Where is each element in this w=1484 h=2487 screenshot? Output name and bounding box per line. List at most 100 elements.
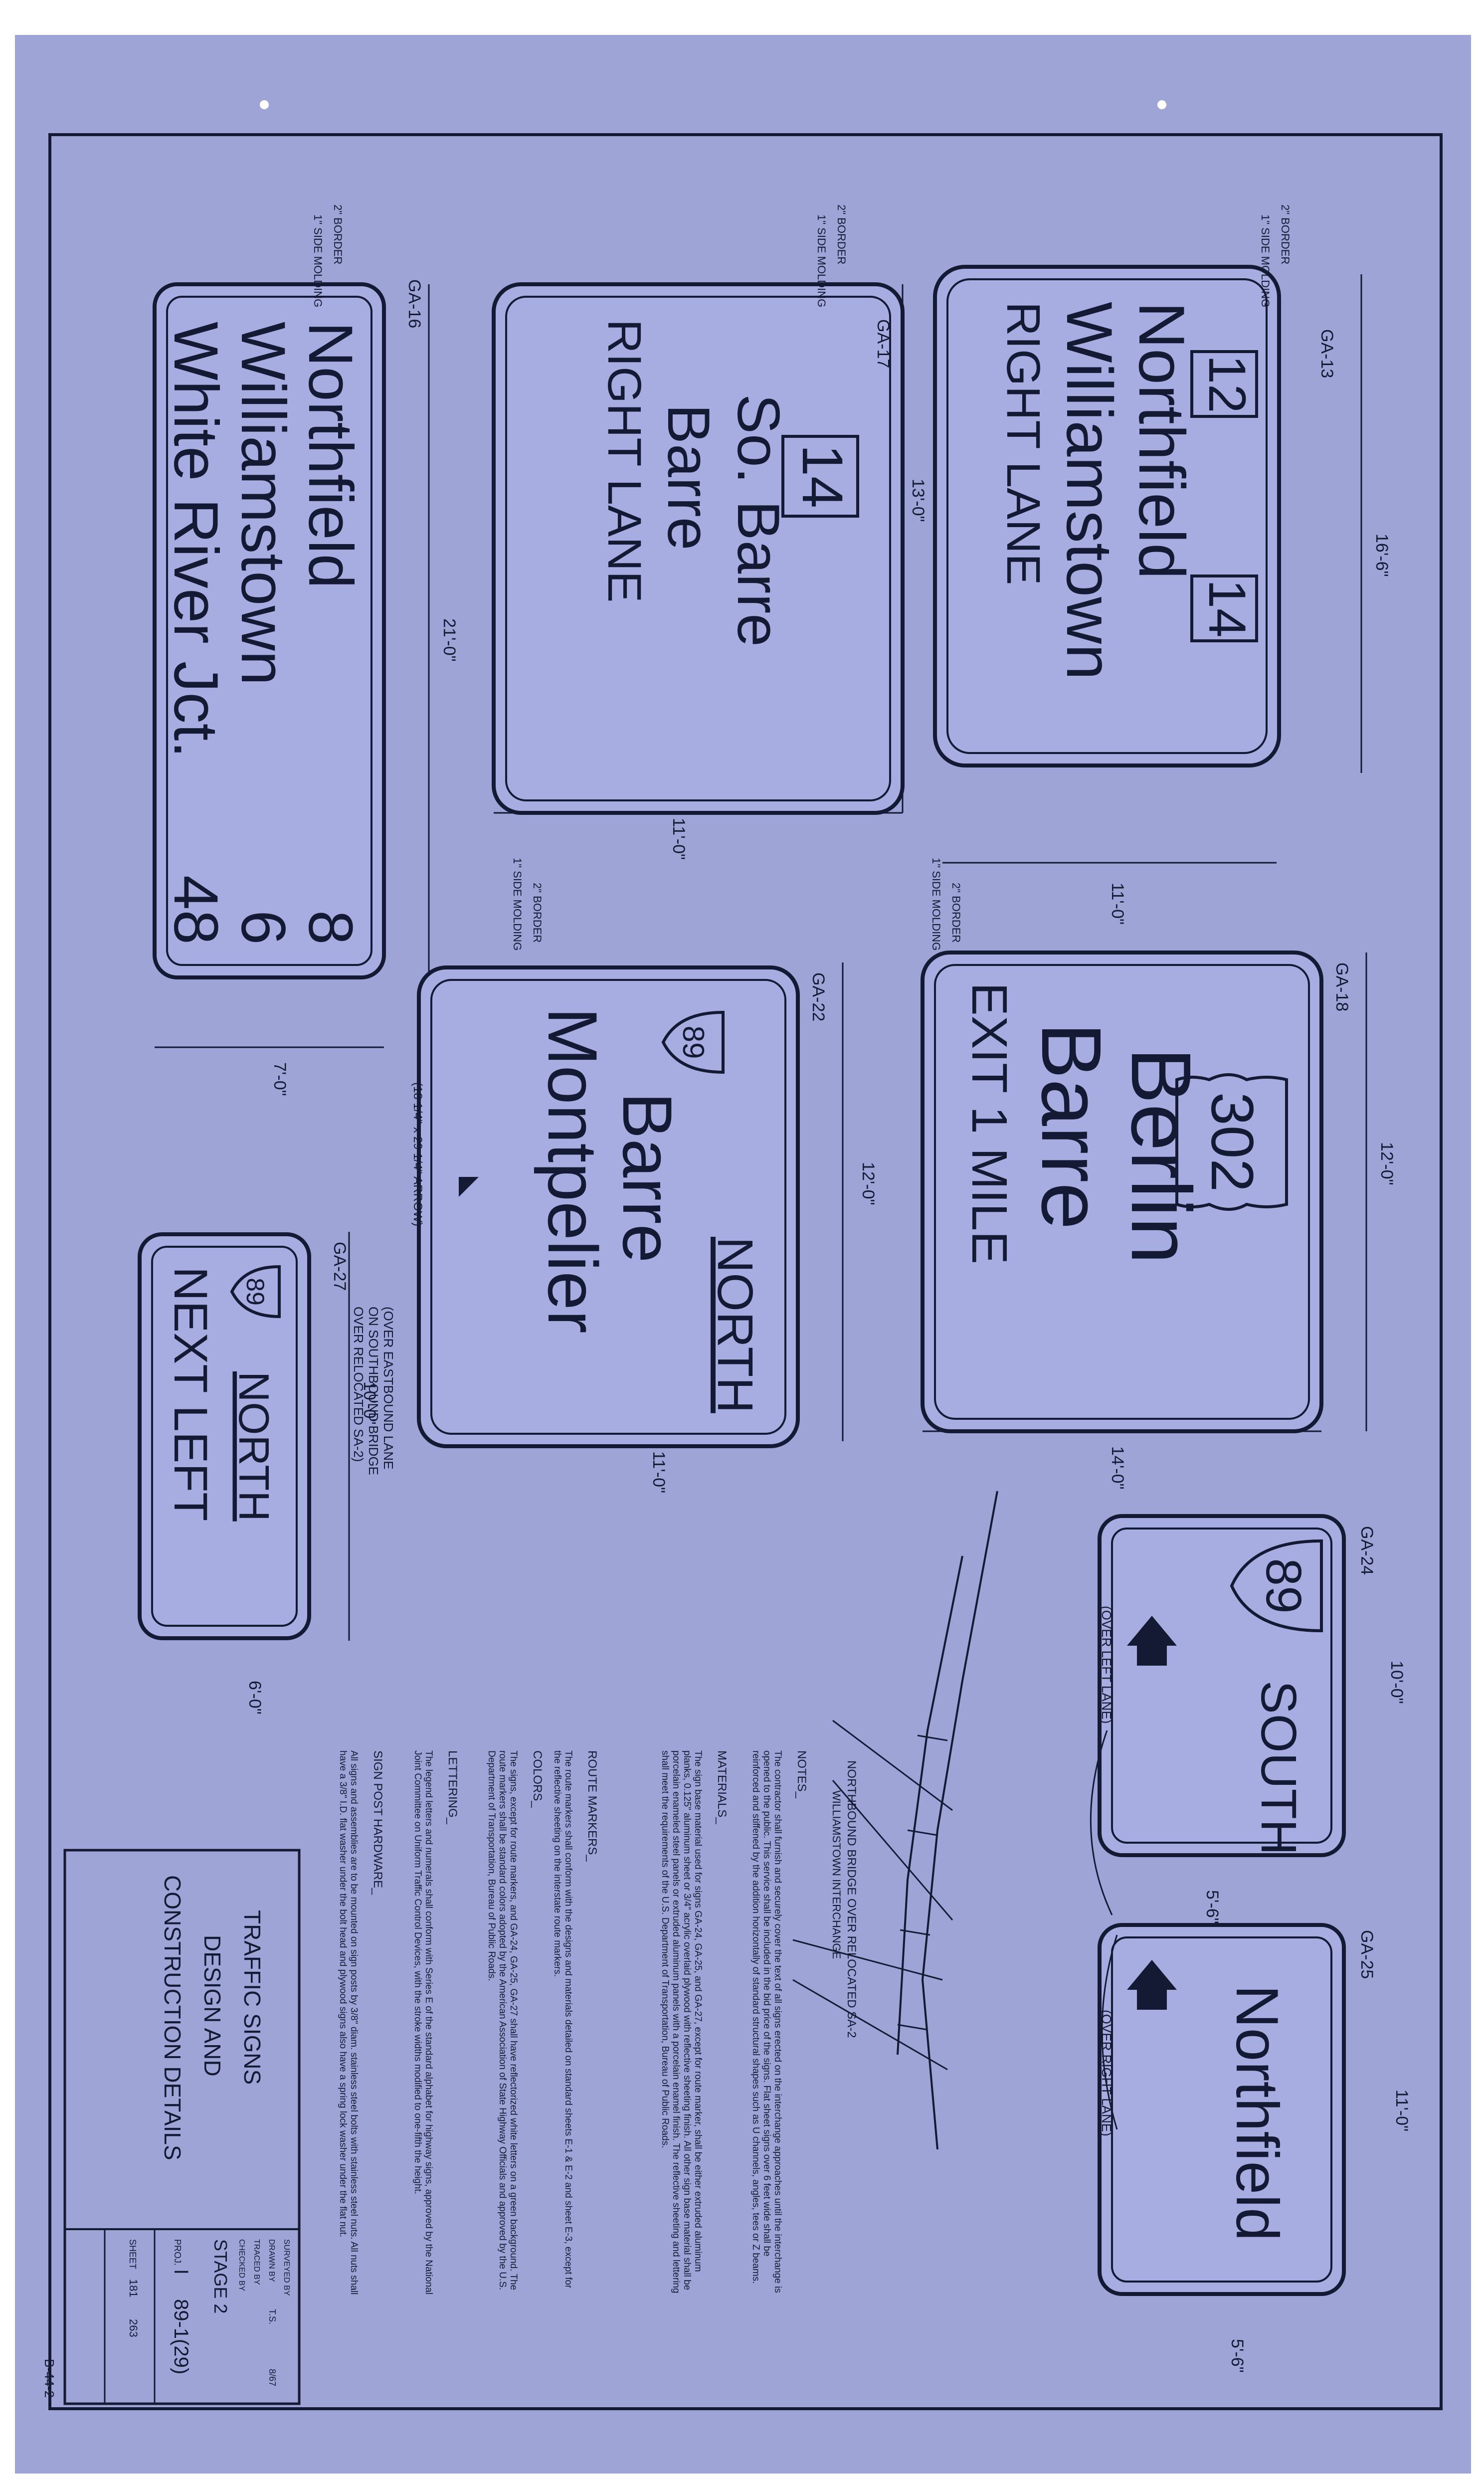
label-border: 2" BORDER xyxy=(950,883,962,943)
sign-line-1: NEXT LEFT xyxy=(164,1267,217,1521)
notes-text: The contractor shall furnish and securel… xyxy=(750,1750,783,2293)
date-value: 8/67 xyxy=(267,2369,277,2386)
dimension-width: 21'-0" xyxy=(440,618,459,662)
us-route-shield-icon xyxy=(1175,1073,1288,1211)
sign-ga27: 89 NORTH NEXT LEFT xyxy=(138,1232,311,1640)
sign-note: (OVER LEFT LANE) xyxy=(1099,1606,1114,1723)
sign-line-3: White River Jct. xyxy=(161,322,230,758)
sign-ga13: 12 14 Northfield Williamstown RIGHT LANE xyxy=(933,265,1281,767)
title-line-1: TRAFFIC SIGNS xyxy=(239,1910,265,2085)
sign-border xyxy=(505,296,891,801)
sign-border xyxy=(1111,1528,1332,1844)
route-markers-text: The route markers shall conform with the… xyxy=(552,1750,573,2289)
traced-label: TRACED BY xyxy=(252,2239,261,2285)
arrow-left-icon xyxy=(1127,1616,1177,1666)
dimension-height: 11'-0" xyxy=(649,1451,668,1493)
sign-border xyxy=(166,296,372,966)
sign-id: GA-16 xyxy=(405,279,424,328)
sign-shield-number: 89 xyxy=(677,1026,710,1059)
dimension-width: 11'-0" xyxy=(1392,2090,1411,2131)
blueprint-paper: 12 14 Northfield Williamstown RIGHT LANE… xyxy=(15,35,1471,2474)
dimension-height: 5'-6" xyxy=(1228,2339,1247,2373)
sign-line-1: So. Barre xyxy=(725,394,792,647)
sheet-label: SHEET xyxy=(128,2239,138,2269)
sign-border xyxy=(151,1246,298,1627)
sign-ga18: 302 Berlin Barre EXIT 1 MILE xyxy=(921,951,1323,1433)
sign-ga24: 89 SOUTH xyxy=(1098,1514,1346,1857)
colors-heading: COLORS_ xyxy=(531,1750,544,1808)
sign-panel xyxy=(1098,1514,1346,1857)
sign-line-2: Williamstown xyxy=(228,322,298,685)
dimension-height: 14'-0" xyxy=(1108,1446,1127,1490)
dimension-width: 12'-0" xyxy=(859,1162,878,1205)
sign-line-2: Williamstown xyxy=(1053,302,1126,680)
dimension-width: 10'-0" xyxy=(1387,1661,1406,1704)
route-markers-heading: ROUTE MARKERS_ xyxy=(585,1750,599,1862)
dimension-width: 10'-0" xyxy=(360,1381,379,1425)
dimension-height: 11'-0" xyxy=(1108,883,1127,925)
proj-i: I xyxy=(170,2269,192,2275)
sign-ga17: 14 So. Barre Barre RIGHT LANE xyxy=(492,282,905,815)
dimension-width: 13'-0" xyxy=(909,479,928,522)
sign-line-1: Barre xyxy=(608,1092,687,1263)
stage: STAGE 2 xyxy=(210,2239,231,2313)
sign-ga25: Northfield xyxy=(1098,1923,1346,2296)
proj-label: PROJ. xyxy=(173,2239,183,2266)
stamp: B-44-2 xyxy=(42,2359,57,2398)
sign-panel xyxy=(138,1232,311,1640)
drawn-label: DRAWN BY xyxy=(267,2239,276,2282)
dimension-height: 11'-0" xyxy=(669,818,688,860)
notes-block: NOTES_ The contractor shall furnish and … xyxy=(338,1750,808,2295)
sign-panel xyxy=(1098,1923,1346,2296)
sign-line-1: Northfield xyxy=(1224,1985,1291,2241)
materials-text: The sign base material used for signs GA… xyxy=(660,1750,703,2294)
sign-id: GA-13 xyxy=(1317,329,1336,378)
sign-num-2: 6 xyxy=(228,910,298,945)
sign-line-1: Northfield xyxy=(296,322,365,588)
sign-direction: NORTH xyxy=(707,1237,763,1413)
notes-heading: NOTES_ xyxy=(795,1750,808,1799)
label-border: 2" BORDER xyxy=(531,883,544,943)
sign-border xyxy=(946,278,1268,754)
sign-id: GA-17 xyxy=(874,319,893,368)
sign-line-2: Barre xyxy=(655,404,722,550)
proj-number: 89-1(29) xyxy=(170,2299,192,2374)
sign-border xyxy=(430,979,786,1435)
interstate-shield-icon xyxy=(661,1010,725,1074)
sign-num-1: 8 xyxy=(296,910,365,945)
sign-direction: SOUTH xyxy=(1251,1681,1306,1855)
drawing-canvas: 12 14 Northfield Williamstown RIGHT LANE… xyxy=(42,100,1443,2410)
sheet-border xyxy=(48,133,1443,2410)
sign-ga22: 89 NORTH Barre Montpelier xyxy=(417,965,800,1448)
sheet-total: 263 xyxy=(127,2319,140,2337)
route-shield-icon xyxy=(1190,574,1258,642)
title-line-3: CONSTRUCTION DETAILS xyxy=(160,1875,186,2160)
sign-border xyxy=(934,964,1310,1420)
punch-hole-icon xyxy=(1157,100,1166,109)
surveyed-label: SURVEYED BY xyxy=(282,2239,291,2296)
sign-note: OVER RELOCATED SA-2) xyxy=(351,1307,366,1462)
sign-direction: NORTH xyxy=(230,1371,277,1522)
label-border: 2" BORDER xyxy=(835,204,848,264)
interstate-shield-icon xyxy=(230,1265,281,1319)
checked-label: CHECKED BY xyxy=(237,2239,246,2291)
punch-hole-icon xyxy=(260,100,269,109)
sign-note: (OVER EASTBOUND LANE xyxy=(381,1307,396,1470)
sign-ga16: Northfield Williamstown White River Jct.… xyxy=(153,282,386,979)
sign-shield-number: 89 xyxy=(241,1278,269,1306)
lettering-text: The legend letters and numerals shall co… xyxy=(412,1750,434,2295)
bridge-sketch xyxy=(792,1491,1118,2150)
sign-shield-number: 302 xyxy=(1199,1092,1266,1192)
sign-shield-number: 89 xyxy=(1256,1558,1311,1613)
title-block: TRAFFIC SIGNS DESIGN AND CONSTRUCTION DE… xyxy=(63,1849,301,2405)
materials-heading: MATERIALS_ xyxy=(715,1750,729,1824)
sign-line-2: Montpelier xyxy=(534,1007,612,1334)
sign-shield-number: 14 xyxy=(790,444,854,508)
label-molding: 1" SIDE MOLDING xyxy=(1259,214,1272,307)
lettering-heading: LETTERING_ xyxy=(446,1750,459,1825)
sign-id: GA-22 xyxy=(809,972,828,1021)
sign-id: GA-24 xyxy=(1357,1526,1376,1575)
sign-panel xyxy=(153,282,386,979)
label-border: 2" BORDER xyxy=(1279,204,1292,264)
